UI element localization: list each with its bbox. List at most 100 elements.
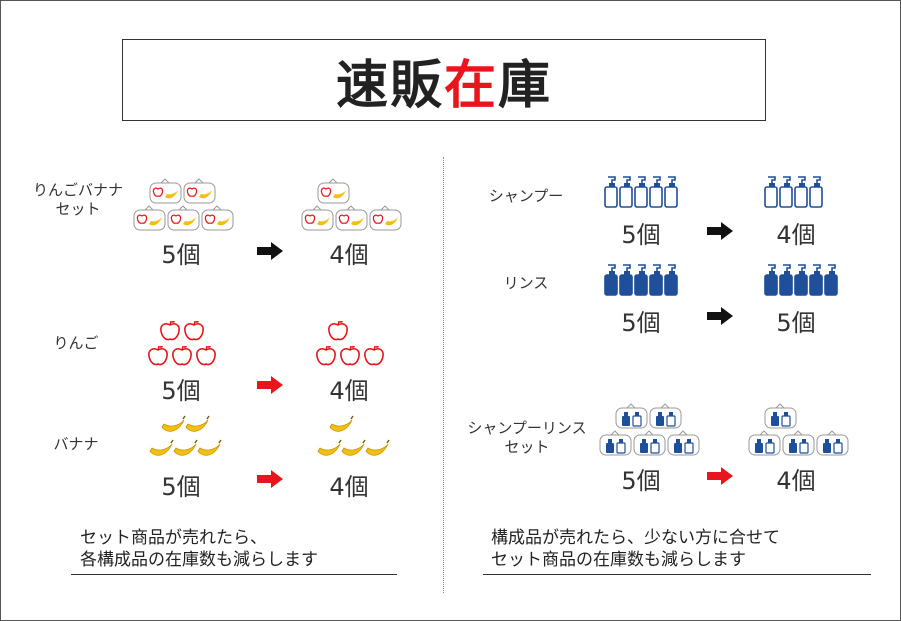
shampoo-rinse-set-label-line-1: シャンプーリンス xyxy=(467,419,587,437)
apple-icon xyxy=(184,320,204,341)
bottle-set-icon xyxy=(599,430,632,456)
shampoo-count-after: 4個 xyxy=(776,221,816,249)
apple-icon xyxy=(364,345,384,366)
apple-count-before: 5個 xyxy=(161,377,201,405)
fruit-bag-icon xyxy=(317,178,350,204)
bottle-icon xyxy=(809,176,823,208)
rinse-icon-group-before xyxy=(604,264,678,296)
title-part-3: 庫 xyxy=(498,55,553,116)
bottle-set-icon xyxy=(764,403,797,429)
bottle-icon xyxy=(604,176,618,208)
banana-count-after: 4個 xyxy=(329,473,369,501)
shampoo-count-before: 5個 xyxy=(621,221,661,249)
apple-icon-group-after xyxy=(316,320,384,366)
bottle-icon xyxy=(634,264,648,296)
title-part-2: 在 xyxy=(443,55,498,116)
bottle-set-icon xyxy=(667,430,700,456)
apple-icon xyxy=(148,345,168,366)
fruit-bag-icon xyxy=(183,178,216,204)
red-arrow-icon xyxy=(257,470,283,488)
bottle-set-icon xyxy=(748,430,781,456)
right-caption-line-1: 構成品が売れたら、少ない方に合せて xyxy=(491,528,780,548)
fruit-bag-icon xyxy=(335,205,368,231)
red-arrow-icon xyxy=(257,376,283,394)
bottle-icon xyxy=(664,176,678,208)
left-caption: セット商品が売れたら、 各構成品の在庫数も減らします xyxy=(80,527,400,571)
shampoo-rinse-set-count-after: 4個 xyxy=(776,467,816,495)
shampoo-icon-group-before xyxy=(604,176,678,208)
banana-count-before: 5個 xyxy=(161,473,201,501)
page-title: 速販在庫 xyxy=(336,43,552,118)
fruit-bag-icon xyxy=(201,205,234,231)
bottle-icon xyxy=(794,264,808,296)
black-arrow-icon xyxy=(707,222,733,240)
shampoo-rinse-set-icon-group-before xyxy=(599,403,700,456)
bottle-icon xyxy=(764,264,778,296)
apple-icon xyxy=(160,320,180,341)
title-part-1: 速販 xyxy=(335,55,444,116)
set-label-line-2: セット xyxy=(55,200,101,218)
black-arrow-icon xyxy=(257,242,283,260)
title-box: 速販在庫 xyxy=(122,39,766,121)
banana-icon xyxy=(329,415,354,432)
bottle-set-icon xyxy=(816,430,849,456)
shampoo-rinse-set-label: シャンプーリンス セット xyxy=(457,419,597,457)
fruit-bag-icon xyxy=(149,178,182,204)
shampoo-icon-group-after xyxy=(764,176,823,208)
black-arrow-icon xyxy=(707,307,733,325)
apple-icon xyxy=(316,345,336,366)
bottle-icon xyxy=(649,176,663,208)
right-caption-underline xyxy=(483,574,871,575)
left-caption-underline xyxy=(71,574,397,575)
left-caption-line-1: セット商品が売れたら、 xyxy=(80,528,267,548)
bottle-icon xyxy=(634,176,648,208)
left-caption-line-2: 各構成品の在庫数も減らします xyxy=(80,550,318,570)
banana-icon xyxy=(197,439,222,456)
banana-icon-group-before xyxy=(149,415,222,456)
fruit-bag-icon xyxy=(369,205,402,231)
red-arrow-icon xyxy=(707,467,733,485)
bottle-set-icon xyxy=(649,403,682,429)
banana-label: バナナ xyxy=(53,435,99,453)
banana-icon xyxy=(149,439,174,456)
rinse-count-before: 5個 xyxy=(621,309,661,337)
bottle-icon xyxy=(809,264,823,296)
fruit-set-icon-group-before xyxy=(133,178,234,231)
banana-icon xyxy=(365,439,390,456)
banana-icon-group-after xyxy=(317,415,390,456)
shampoo-rinse-set-icon-group-after xyxy=(748,403,849,456)
bottle-set-icon xyxy=(782,430,815,456)
shampoo-rinse-set-count-before: 5個 xyxy=(621,467,661,495)
apple-count-after: 4個 xyxy=(329,377,369,405)
apple-icon-group-before xyxy=(148,320,216,366)
banana-icon xyxy=(185,415,210,432)
set-label-line-1: りんごバナナ xyxy=(32,181,123,199)
bottle-icon xyxy=(619,176,633,208)
bottle-set-icon xyxy=(615,403,648,429)
apple-icon xyxy=(172,345,192,366)
apple-label: りんご xyxy=(53,334,99,352)
bottle-icon xyxy=(619,264,633,296)
bottle-icon xyxy=(764,176,778,208)
rinse-icon-group-after xyxy=(764,264,838,296)
bottle-icon xyxy=(824,264,838,296)
right-caption: 構成品が売れたら、少ない方に合せて セット商品の在庫数も減らします xyxy=(491,527,871,571)
apple-icon xyxy=(328,320,348,341)
fruit-set-icon-group-after xyxy=(301,178,402,231)
fruit-bag-icon xyxy=(301,205,334,231)
banana-icon xyxy=(317,439,342,456)
set-label: りんごバナナ セット xyxy=(23,181,133,219)
bottle-icon xyxy=(604,264,618,296)
bottle-set-icon xyxy=(633,430,666,456)
rinse-label: リンス xyxy=(503,274,549,292)
shampoo-label: シャンプー xyxy=(488,187,564,205)
bottle-icon xyxy=(649,264,663,296)
fruit-bag-icon xyxy=(167,205,200,231)
fruit-bag-icon xyxy=(133,205,166,231)
bottle-icon xyxy=(779,264,793,296)
center-divider xyxy=(443,157,444,593)
shampoo-rinse-set-label-line-2: セット xyxy=(504,438,550,456)
apple-icon xyxy=(340,345,360,366)
bottle-icon xyxy=(794,176,808,208)
